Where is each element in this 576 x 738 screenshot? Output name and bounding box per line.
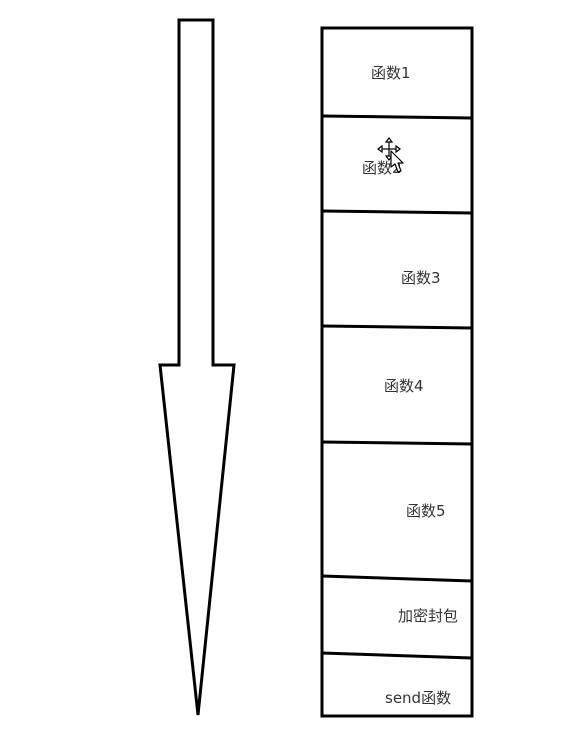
stack-cell-label-7: send函数 [385, 689, 452, 707]
stack-cell-label-6: 加密封包 [398, 607, 459, 625]
stack-divider-6 [321, 651, 473, 660]
stack-divider-2 [321, 209, 473, 215]
stack-cell-label-5: 函数5 [406, 502, 446, 520]
move-cursor-icon [377, 137, 404, 173]
stack-cell-label-3: 函数3 [401, 269, 441, 287]
stack-divider-4 [321, 440, 473, 446]
stack-cell-label-4: 函数4 [384, 377, 424, 395]
down-arrow-icon [158, 18, 236, 716]
stack-divider-5 [321, 574, 473, 583]
stack-outline [320, 26, 474, 718]
stack-divider-1 [321, 114, 473, 120]
stack-cell-label-1: 函数1 [371, 64, 411, 82]
stack-divider-3 [321, 324, 473, 330]
